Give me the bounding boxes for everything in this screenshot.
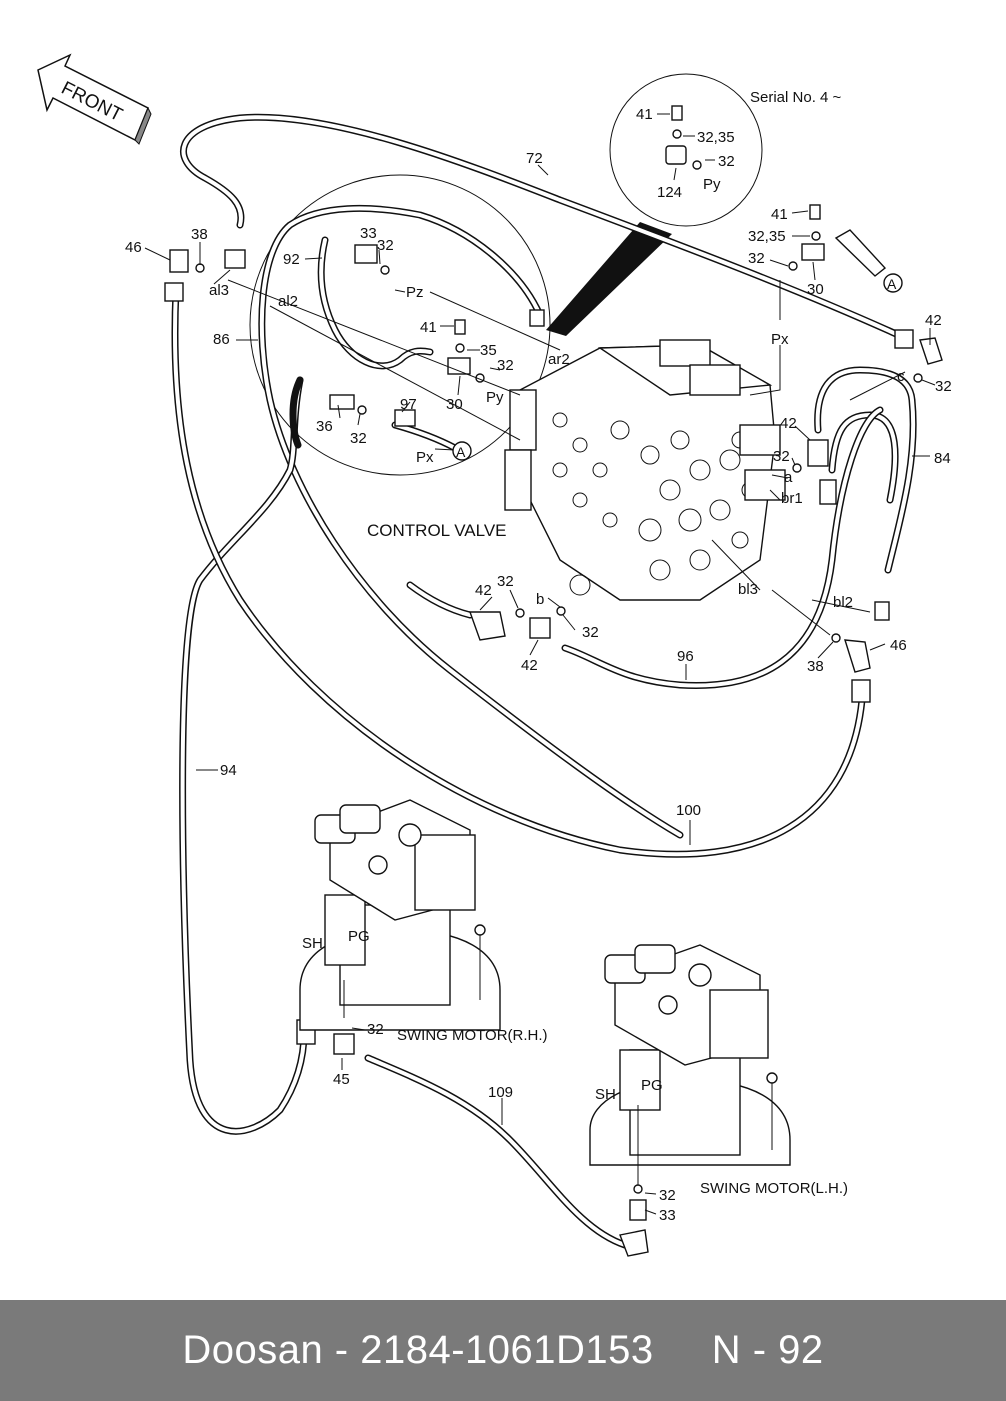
callout: ar2 (548, 351, 570, 368)
callout: Pz (406, 284, 424, 301)
leader-lines (144, 113, 936, 1215)
hose-86 (258, 204, 684, 839)
hose-96 (561, 406, 884, 690)
hydraulic-diagram: FRONT Serial No. 4 ~ (37, 53, 952, 1257)
callout: 35 (480, 342, 497, 359)
callout: 42 (925, 312, 942, 329)
callout: bl2 (833, 594, 853, 611)
callout: 32 (718, 153, 735, 170)
footer-part-number: 2184-1061D153 (360, 1328, 654, 1372)
callout: Px (416, 449, 434, 466)
callout: 32 (748, 250, 765, 267)
callout: 36 (316, 418, 333, 435)
callout: 42 (521, 657, 538, 674)
callout: 32 (497, 357, 514, 374)
callout: Px (771, 331, 789, 348)
callout: 94 (220, 762, 237, 779)
footer-text: Doosan - 2184-1061D153 N - 92 (182, 1328, 824, 1372)
callout: 38 (807, 658, 824, 675)
callout: 124 (657, 184, 682, 201)
callout: bl3 (738, 581, 758, 598)
callout: br1 (781, 490, 803, 507)
callout: 42 (780, 415, 797, 432)
callout: 33 (659, 1207, 676, 1224)
callout: 32 (377, 237, 394, 254)
callout: 42 (475, 582, 492, 599)
hose-109 (364, 1054, 629, 1249)
footer-page: N - 92 (711, 1328, 824, 1372)
callout: 46 (890, 637, 907, 654)
callout: a (784, 469, 793, 486)
callout: 32 (659, 1187, 676, 1204)
callout: 72 (526, 150, 543, 167)
hose-72 (180, 113, 909, 342)
callout: 32 (350, 430, 367, 447)
hose-94 (179, 376, 308, 1135)
callout: 86 (213, 331, 230, 348)
serial-note: Serial No. 4 ~ (750, 89, 842, 106)
detail-circle-serial (609, 73, 763, 227)
callout: 32 (367, 1021, 384, 1038)
detail-pointer (546, 222, 672, 336)
callout: al3 (209, 282, 229, 299)
callout: 32 (582, 624, 599, 641)
control-valve-label: CONTROL VALVE (367, 521, 507, 540)
swing-motor-lh-label: SWING MOTOR(L.H.) (700, 1180, 848, 1197)
callout: 41 (420, 319, 437, 336)
swing-motor-rh (299, 799, 501, 1031)
callout: 92 (283, 251, 300, 268)
footer-bar: Doosan - 2184-1061D153 N - 92 (0, 1300, 1006, 1401)
callout: PG (641, 1077, 663, 1094)
callout: 30 (446, 396, 463, 413)
callout: 84 (934, 450, 951, 467)
callout: 41 (636, 106, 653, 123)
detail-circle-main (249, 174, 551, 476)
callout: 32,35 (697, 129, 735, 146)
callout: 38 (191, 226, 208, 243)
hose-97 (289, 376, 459, 452)
callout: al2 (278, 293, 298, 310)
callout: 100 (676, 802, 701, 819)
callout: 96 (677, 648, 694, 665)
swing-motor-lh (589, 944, 791, 1166)
circle-a-marker-1 (883, 273, 903, 293)
callout: Py (703, 176, 721, 193)
control-valve (504, 339, 786, 601)
callout: 33 (360, 225, 377, 242)
callout: SH (595, 1086, 616, 1103)
callout: 45 (333, 1071, 350, 1088)
callout: 109 (488, 1084, 513, 1101)
circle-a-letter-2: A (456, 444, 466, 460)
callout: 30 (807, 281, 824, 298)
callout: b (536, 591, 544, 608)
callout: 41 (771, 206, 788, 223)
callout: PG (348, 928, 370, 945)
callout: 32,35 (748, 228, 786, 245)
circle-a-letter-1: A (887, 276, 897, 292)
callout: 46 (125, 239, 142, 256)
callout: 32 (935, 378, 952, 395)
hose-100 (171, 286, 866, 858)
swing-motor-rh-label: SWING MOTOR(R.H.) (397, 1027, 548, 1044)
callout: SH (302, 935, 323, 952)
circle-a-marker-2 (452, 441, 472, 461)
callout: 32 (497, 573, 514, 590)
callout: c (897, 368, 905, 385)
callout: Py (486, 389, 504, 406)
hose-42-bottom (406, 581, 474, 619)
callout: 32 (773, 448, 790, 465)
front-arrow: FRONT (37, 53, 152, 145)
callouts: 41 32,35 32 124 Py 72 41 32,35 32 30 46 … (125, 106, 952, 1224)
footer-brand: Doosan (182, 1328, 324, 1372)
fittings (164, 105, 943, 1257)
callout: 97 (400, 396, 417, 413)
